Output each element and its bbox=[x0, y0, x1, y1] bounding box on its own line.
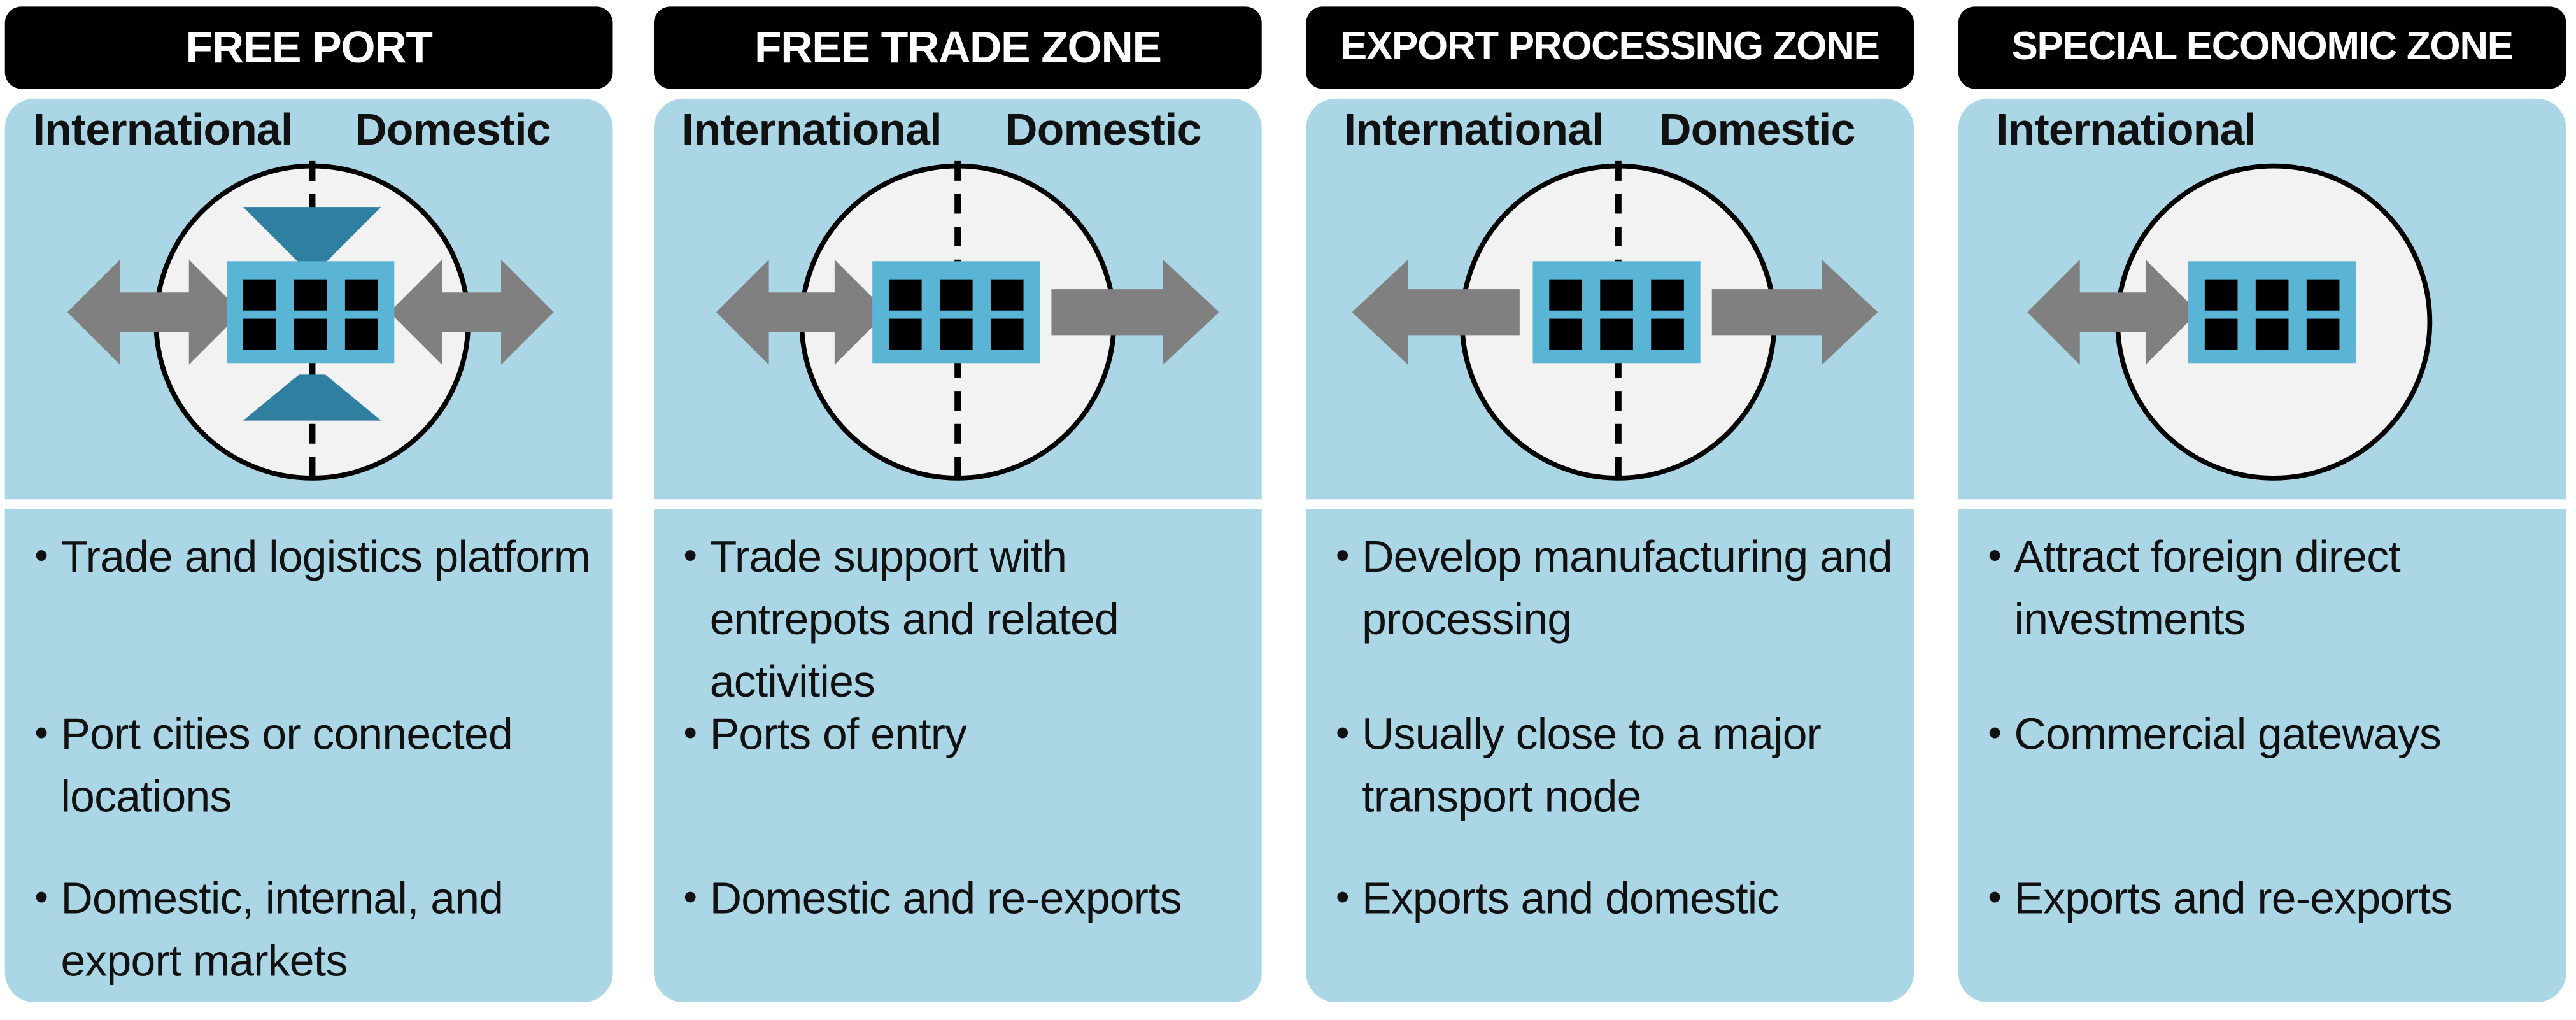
bullet-item: •Exports and domestic bbox=[1335, 874, 1780, 924]
bullet-panel bbox=[653, 509, 1262, 1003]
bullet-item: •Develop manufacturing and processing bbox=[1335, 532, 1893, 644]
arrow-left-icon bbox=[1352, 259, 1520, 365]
building-icon bbox=[872, 261, 1040, 364]
bullet-item: •Exports and re-exports bbox=[1988, 874, 2452, 924]
column-export-processing-zone: EXPORT PROCESSING ZONE International Dom… bbox=[1306, 6, 1914, 1003]
column-title: FREE TRADE ZONE bbox=[653, 6, 1262, 89]
double-arrow-icon bbox=[2027, 259, 2198, 365]
column-title: EXPORT PROCESSING ZONE bbox=[1306, 6, 1914, 89]
column-free-trade-zone: FREE TRADE ZONE International Domestic •… bbox=[653, 6, 1262, 1003]
building-icon bbox=[1532, 261, 1701, 364]
bullet-item: •Commercial gateways bbox=[1988, 709, 2442, 760]
double-arrow-right-icon bbox=[389, 259, 554, 365]
bullet-item: •Ports of entry bbox=[683, 709, 967, 760]
bullet-item: •Domestic, internal, and export markets bbox=[34, 874, 504, 986]
double-arrow-icon bbox=[716, 259, 888, 365]
label-domestic: Domestic bbox=[1659, 105, 1855, 155]
funnel-top-icon bbox=[243, 207, 381, 263]
column-free-port: FREE PORT International Domestic •Trade … bbox=[4, 6, 613, 1003]
bullet-panel bbox=[4, 509, 613, 1003]
label-international: International bbox=[1343, 105, 1604, 155]
building-icon bbox=[2188, 261, 2356, 364]
label-international: International bbox=[681, 105, 942, 155]
arrow-right-icon bbox=[1711, 259, 1878, 365]
column-title: SPECIAL ECONOMIC ZONE bbox=[1958, 6, 2566, 89]
free-trade-zone-diagram bbox=[716, 160, 1219, 483]
label-international: International bbox=[1996, 105, 2256, 155]
bullet-item: •Domestic and re-exports bbox=[683, 874, 1182, 924]
bullet-item: •Port cities or connected locations bbox=[34, 709, 513, 822]
label-domestic: Domestic bbox=[1005, 105, 1201, 155]
label-domestic: Domestic bbox=[355, 105, 551, 155]
export-processing-zone-diagram bbox=[1352, 160, 1878, 483]
bullet-panel bbox=[1958, 509, 2566, 1003]
bullet-item: •Trade and logistics platform bbox=[34, 532, 591, 582]
column-title: FREE PORT bbox=[4, 6, 613, 89]
funnel-bottom-icon bbox=[243, 374, 381, 421]
label-international: International bbox=[32, 105, 294, 155]
arrow-right-icon bbox=[1051, 259, 1219, 365]
building-icon bbox=[227, 261, 395, 364]
free-port-diagram bbox=[67, 160, 554, 483]
double-arrow-left-icon bbox=[67, 259, 242, 365]
special-economic-zone-diagram bbox=[2027, 163, 2433, 481]
bullet-item: •Usually close to a major transport node bbox=[1335, 709, 1822, 822]
column-special-economic-zone: SPECIAL ECONOMIC ZONE International •Att… bbox=[1958, 6, 2566, 1003]
bullet-panel bbox=[1306, 509, 1914, 1003]
bullet-item: •Trade support with entrepots and relate… bbox=[683, 532, 1119, 707]
bullet-item: •Attract foreign direct investments bbox=[1988, 532, 2400, 644]
